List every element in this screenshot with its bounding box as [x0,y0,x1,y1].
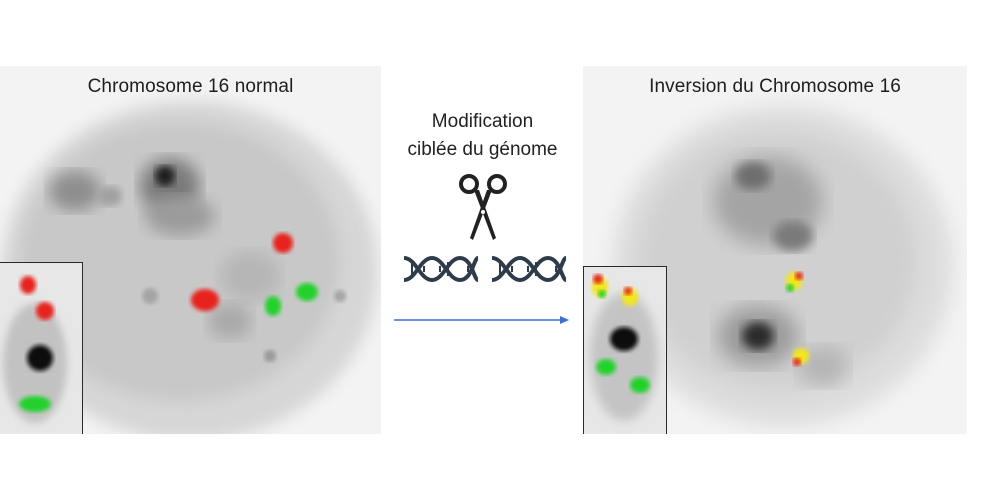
green-signal [630,377,650,393]
red-signal [593,274,603,284]
red-signal [273,233,293,253]
green-signal [596,359,616,375]
chromosome-inset [583,266,667,434]
red-signal [793,358,801,366]
modification-label-line2: ciblée du génome [407,139,558,160]
red-signal [20,276,36,294]
red-signal [36,302,54,320]
red-signal [795,272,803,280]
red-signal [191,289,219,311]
green-signal [786,284,794,292]
green-signal [598,290,606,298]
nucleus-image [2,101,378,434]
arrow-right-icon [394,316,569,324]
chromosome-inset [0,262,83,434]
normal-chromosome-image: Chromosome 16 normal [0,66,381,434]
nucleus-image [613,106,953,426]
inversion-chromosome-image: Inversion du Chromosome 16 [583,66,967,434]
right-panel-title: Inversion du Chromosome 16 [649,76,901,97]
left-panel-title: Chromosome 16 normal [87,76,294,97]
green-signal [296,283,318,301]
dna-icon [403,255,480,283]
dna-icon [491,255,568,283]
modification-label-line1: Modification [431,111,534,132]
red-signal [624,287,632,295]
green-signal [19,396,51,412]
scissors-icon [459,174,507,240]
green-signal [265,296,281,316]
modification-label: Modification ciblée du génome [395,108,570,164]
